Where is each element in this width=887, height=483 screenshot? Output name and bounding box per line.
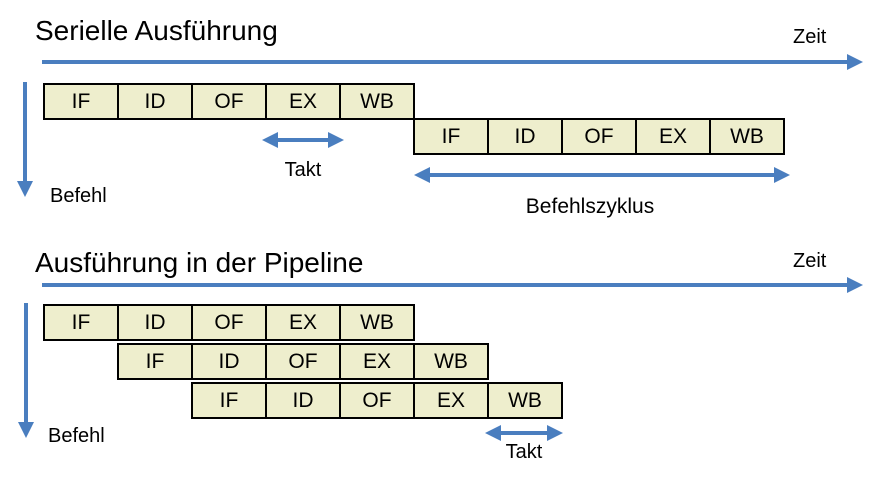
serial-time-label: Zeit [793,26,827,48]
pipeline-section-title: Ausführung in der Pipeline [35,247,364,278]
stage-box-pipeline-row2-id: ID [191,343,267,380]
pipeline-clock-arrow [485,425,563,441]
stage-box-pipeline-row2-of: OF [265,343,341,380]
pipeline-instruction-axis-label: Befehl [48,425,105,447]
stage-box-pipeline-row1-of: OF [191,304,267,341]
stage-box-pipeline-row2-if: IF [117,343,193,380]
serial-section-title: Serielle Ausführung [35,15,278,46]
serial-instruction-axis-label: Befehl [50,185,107,207]
stage-box-serial-row2-ex: EX [635,118,711,155]
serial-time-axis-arrow [42,54,863,70]
stage-box-serial-row2-wb: WB [709,118,785,155]
stage-box-serial-row2-id: ID [487,118,563,155]
stage-box-pipeline-row3-ex: EX [413,382,489,419]
stage-box-serial-row2-if: IF [413,118,489,155]
stage-box-pipeline-row2-wb: WB [413,343,489,380]
stage-box-pipeline-row3-of: OF [339,382,415,419]
serial-cycle-label: Befehlszyklus [525,195,655,218]
serial-cycle-arrow [414,167,790,183]
serial-instruction-axis-arrow [17,82,33,197]
pipeline-time-label: Zeit [793,250,827,272]
stage-box-pipeline-row3-wb: WB [487,382,563,419]
stage-box-pipeline-row3-id: ID [265,382,341,419]
stage-box-serial-row1-wb: WB [339,83,415,120]
stage-box-pipeline-row1-if: IF [43,304,119,341]
stage-box-pipeline-row3-if: IF [191,382,267,419]
stage-box-serial-row1-id: ID [117,83,193,120]
serial-clock-label: Takt [284,159,322,181]
stage-box-serial-row2-of: OF [561,118,637,155]
stage-box-serial-row1-of: OF [191,83,267,120]
serial-clock-arrow [262,132,344,148]
stage-box-pipeline-row1-ex: EX [265,304,341,341]
stage-box-serial-row1-ex: EX [265,83,341,120]
stage-box-pipeline-row1-wb: WB [339,304,415,341]
pipeline-instruction-axis-arrow [18,303,34,438]
stage-box-pipeline-row1-id: ID [117,304,193,341]
pipeline-time-axis-arrow [42,277,863,293]
pipeline-clock-label: Takt [505,441,543,463]
stage-box-serial-row1-if: IF [43,83,119,120]
stage-box-pipeline-row2-ex: EX [339,343,415,380]
